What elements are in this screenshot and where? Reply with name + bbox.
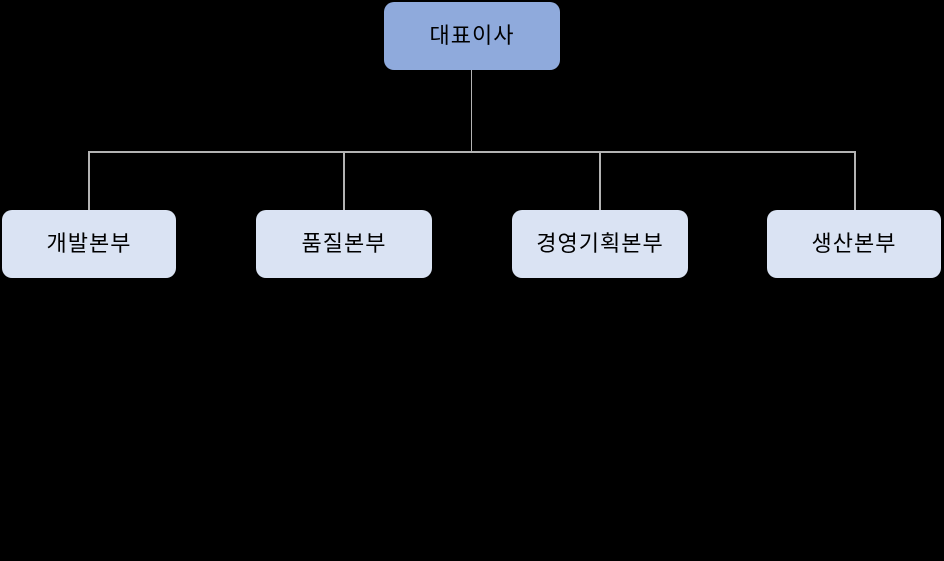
- connector-drop-dev: [88, 151, 90, 210]
- org-node-development-division-label: 개발본부: [46, 231, 132, 256]
- connector-drop-production: [854, 151, 856, 210]
- org-node-development-division: 개발본부: [2, 210, 176, 278]
- connector-drop-quality: [343, 151, 345, 210]
- connector-root-stem: [470, 70, 472, 152]
- org-node-ceo: 대표이사: [384, 2, 560, 70]
- org-node-ceo-label: 대표이사: [429, 23, 515, 48]
- connector-horizontal-rail: [88, 151, 856, 153]
- org-node-quality-division: 품질본부: [256, 210, 432, 278]
- org-node-production-division-label: 생산본부: [811, 231, 897, 256]
- org-node-quality-division-label: 품질본부: [301, 231, 387, 256]
- connector-drop-planning: [599, 151, 601, 210]
- org-node-management-planning-division-label: 경영기획본부: [536, 231, 664, 256]
- org-node-management-planning-division: 경영기획본부: [512, 210, 688, 278]
- org-node-production-division: 생산본부: [767, 210, 941, 278]
